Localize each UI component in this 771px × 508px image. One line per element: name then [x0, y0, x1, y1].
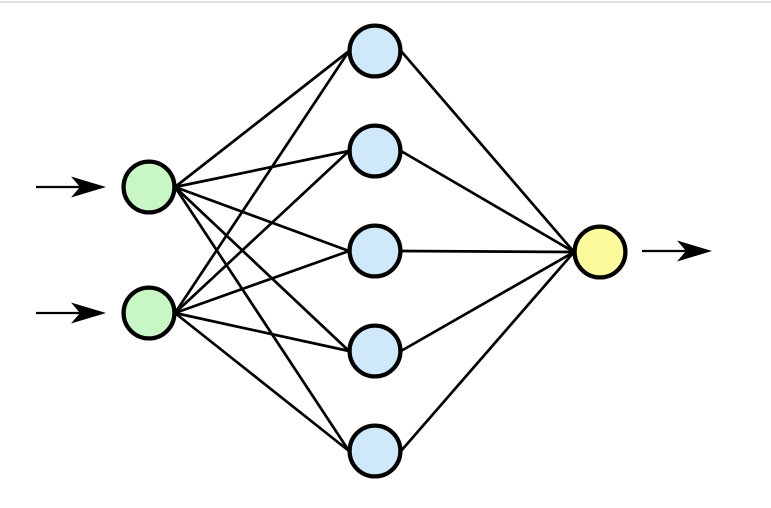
hidden-node-2 [347, 123, 403, 179]
hidden-node-4 [347, 323, 403, 379]
hidden-node-3 [347, 223, 403, 279]
edge-input1-hidden1 [174, 49, 350, 189]
top-divider [0, 1, 771, 3]
input-arrow-2-head-icon [71, 302, 106, 324]
edge-input2-hidden5 [174, 311, 350, 453]
output-node [572, 224, 628, 280]
edge-input1-hidden3 [174, 185, 350, 253]
input-node-2 [121, 285, 177, 341]
edge-input2-hidden2 [174, 150, 350, 314]
edge-input1-hidden5 [173, 186, 351, 452]
edge-input1-hidden2 [174, 149, 350, 189]
hidden-node-5 [347, 423, 403, 479]
edge-hidden2-output1 [400, 149, 575, 254]
edge-hidden4-output1 [400, 250, 575, 353]
output-arrow-head-icon [677, 240, 712, 262]
hidden-node-1 [347, 23, 403, 79]
edge-input2-hidden1 [173, 50, 351, 314]
edge-hidden1-output1 [399, 50, 576, 253]
edge-hidden5-output1 [399, 251, 576, 452]
edge-input1-hidden4 [174, 186, 350, 352]
input-arrow-1-head-icon [71, 176, 106, 198]
edge-hidden3-output1 [400, 249, 575, 254]
edge-input2-hidden4 [174, 311, 350, 353]
edge-input2-hidden3 [174, 249, 350, 315]
input-node-1 [121, 159, 177, 215]
